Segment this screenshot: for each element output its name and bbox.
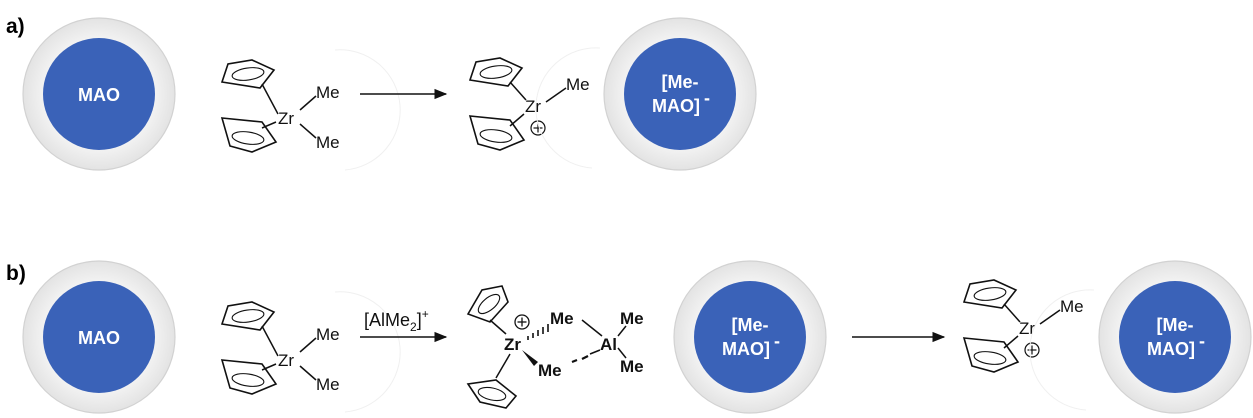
zr-atom: Zr: [1019, 319, 1035, 338]
me-mao-anion-sphere-b2: [Me- MAO] -: [1098, 260, 1252, 414]
me-group: Me: [620, 309, 644, 328]
anion-label-line1: [Me-: [732, 315, 769, 335]
reagent-subscript: 2: [410, 320, 417, 334]
me-group: Me: [316, 83, 340, 102]
anion-label-line1: [Me-: [662, 72, 699, 92]
al-atom: Al: [600, 335, 617, 354]
me-group: Me: [566, 75, 590, 94]
mao-sphere-a: MAO: [22, 17, 176, 171]
mao-label-b: MAO: [78, 328, 120, 348]
zr-atom: Zr: [278, 109, 294, 128]
me-group: Me: [316, 325, 340, 344]
zr-atom: Zr: [525, 97, 541, 116]
panel-label-b: b): [6, 262, 26, 285]
me-mao-anion-sphere-a: [Me- MAO] -: [603, 17, 757, 171]
anion-label-line2: MAO]: [652, 96, 700, 116]
panel-label-a: a): [6, 15, 25, 38]
me-group: Me: [316, 133, 340, 152]
svg-text:[AlMe2]+: [AlMe2]+: [364, 307, 429, 334]
circled-plus-icon: [514, 314, 530, 330]
anion-label-line1: [Me-: [1157, 315, 1194, 335]
zr-al-dimethyl-bridged-complex: Zr Me Me Al Me Me: [466, 285, 644, 409]
zr-atom: Zr: [278, 351, 294, 370]
reagent-suffix: ]: [417, 310, 422, 330]
anion-label-line2: MAO]: [1147, 339, 1195, 359]
zirconocene-dimethyl-b: Zr Me Me: [222, 302, 340, 394]
me-group: Me: [316, 375, 340, 394]
zirconocene-cation-b: Zr Me: [964, 280, 1084, 372]
me-mao-anion-sphere-b1: [Me- MAO] -: [673, 260, 827, 414]
me-group: Me: [1060, 297, 1084, 316]
reagent-prefix: [AlMe: [364, 310, 410, 330]
anion-charge: -: [704, 88, 710, 108]
anion-charge: -: [1199, 331, 1205, 351]
zr-atom: Zr: [504, 335, 521, 354]
me-group: Me: [538, 361, 562, 380]
zirconocene-dimethyl-a: Zr Me Me: [222, 60, 340, 152]
mao-label-a: MAO: [78, 85, 120, 105]
alme2-reagent-label: [AlMe2]+: [364, 307, 429, 334]
zirconocene-cation-a: Zr Me: [470, 58, 590, 150]
anion-charge: -: [774, 331, 780, 351]
reagent-charge: +: [422, 307, 429, 321]
mao-sphere-b: MAO: [22, 260, 176, 414]
anion-label-line2: MAO]: [722, 339, 770, 359]
me-group: Me: [620, 357, 644, 376]
me-group: Me: [550, 309, 574, 328]
